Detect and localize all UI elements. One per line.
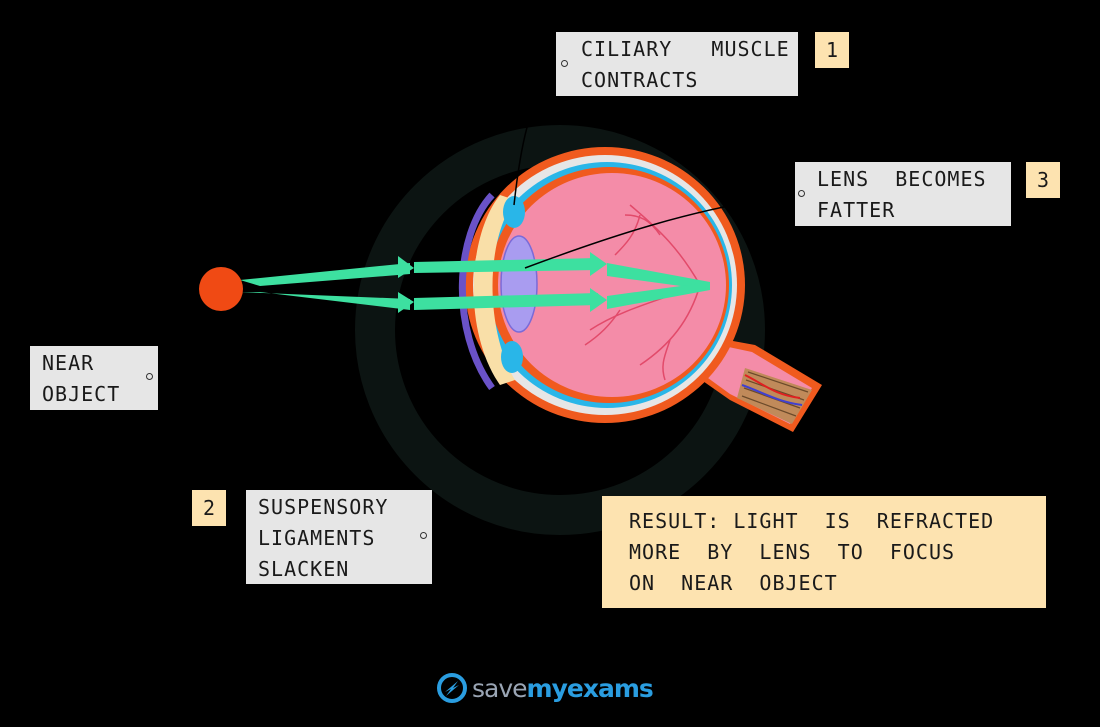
- suspensory-ligaments-label: SUSPENSORY LIGAMENTS SLACKEN: [246, 490, 432, 584]
- lens-label-line1: LENS BECOMES: [817, 167, 987, 191]
- light-rays: [240, 252, 710, 313]
- near-object: [199, 267, 243, 311]
- ciliary-label-line1: CILIARY MUSCLE: [581, 37, 790, 61]
- logo-icon: [437, 673, 467, 703]
- near-object-label: NEAR OBJECT: [30, 346, 158, 410]
- step-number-2: 2: [192, 490, 226, 526]
- ciliary-muscle-bottom: [501, 341, 523, 373]
- logo-word-save: save: [472, 673, 528, 703]
- near-object-label-line1: NEAR: [42, 351, 95, 375]
- result-line1: RESULT: LIGHT IS REFRACTED: [629, 509, 995, 533]
- logo-word-exams: exams: [566, 673, 654, 703]
- lens-pointer-dot: [798, 190, 805, 197]
- ciliary-pointer-dot: [561, 60, 568, 67]
- result-box: RESULT: LIGHT IS REFRACTED MORE BY LENS …: [602, 496, 1046, 608]
- near-object-pointer-dot: [146, 373, 153, 380]
- ciliary-label-line2: CONTRACTS: [581, 68, 699, 92]
- lens: [500, 235, 538, 333]
- ciliary-muscle-label: CILIARY MUSCLE CONTRACTS: [556, 32, 798, 96]
- logo-word-my: my: [526, 673, 568, 703]
- suspensory-label-line2: LIGAMENTS: [258, 526, 376, 550]
- near-object-label-line2: OBJECT: [42, 382, 121, 406]
- result-line3: ON NEAR OBJECT: [629, 571, 838, 595]
- iris-cornea-outline: [458, 192, 495, 391]
- watermark-ring: [355, 125, 765, 535]
- save-my-exams-logo: savemyexams: [436, 672, 654, 704]
- suspensory-label-line3: SLACKEN: [258, 557, 350, 581]
- pointer-lines: [513, 71, 801, 269]
- ciliary-muscle-top: [503, 196, 525, 228]
- step-number-1: 1: [815, 32, 849, 68]
- suspensory-label-line1: SUSPENSORY: [258, 495, 389, 519]
- cornea: [473, 195, 515, 385]
- lens-label-line2: FATTER: [817, 198, 896, 222]
- suspensory-pointer-dot: [420, 532, 427, 539]
- step-number-3: 3: [1026, 162, 1060, 198]
- result-line2: MORE BY LENS TO FOCUS: [629, 540, 956, 564]
- lens-becomes-fatter-label: LENS BECOMES FATTER: [795, 162, 1011, 226]
